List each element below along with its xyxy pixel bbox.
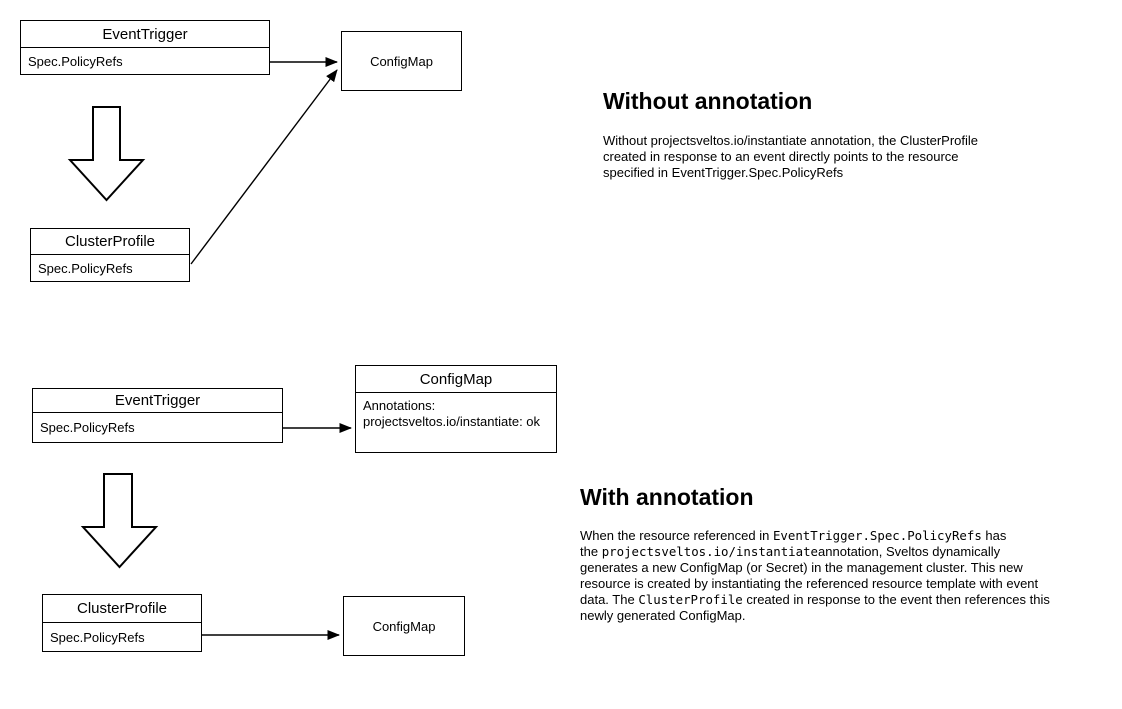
cluster-profile-box-with: ClusterProfile Spec.PolicyRefs (42, 594, 202, 652)
cluster-profile-title: ClusterProfile (31, 229, 189, 255)
without-annotation-paragraph: Without projectsveltos.io/instantiate an… (603, 133, 979, 180)
event-trigger-box-without: EventTrigger Spec.PolicyRefs (20, 20, 270, 75)
config-map-title: ConfigMap (372, 618, 436, 634)
config-map-annotations: Annotations: projectsveltos.io/instantia… (356, 393, 556, 452)
event-trigger-field: Spec.PolicyRefs (28, 53, 123, 69)
event-trigger-title: EventTrigger (21, 21, 269, 48)
with-annotation-paragraph: When the resource referenced in EventTri… (580, 528, 1050, 623)
instantiate-annotation-value: projectsveltos.io/instantiate: ok (363, 414, 541, 429)
event-trigger-title: EventTrigger (33, 389, 282, 413)
cluster-profile-field: Spec.PolicyRefs (50, 629, 145, 645)
with-annotation-heading: With annotation (580, 484, 754, 510)
cluster-profile-field: Spec.PolicyRefs (38, 260, 133, 276)
cluster-profile-title: ClusterProfile (43, 595, 201, 623)
big-down-arrow-without (67, 106, 146, 202)
config-map-generated-box: ConfigMap (343, 596, 465, 656)
arrow-clusterprofile-to-configmap-without (190, 69, 338, 265)
config-map-title: ConfigMap (370, 53, 433, 69)
config-map-box-without: ConfigMap (341, 31, 462, 91)
event-trigger-field: Spec.PolicyRefs (40, 420, 135, 435)
without-annotation-heading: Without annotation (603, 88, 813, 114)
config-map-title: ConfigMap (356, 366, 556, 393)
event-trigger-box-with: EventTrigger Spec.PolicyRefs (32, 388, 283, 443)
big-down-arrow-with (80, 473, 159, 569)
cluster-profile-box-without: ClusterProfile Spec.PolicyRefs (30, 228, 190, 282)
annotations-label: Annotations: (363, 398, 436, 413)
config-map-annotated-box: ConfigMap Annotations: projectsveltos.io… (355, 365, 557, 453)
